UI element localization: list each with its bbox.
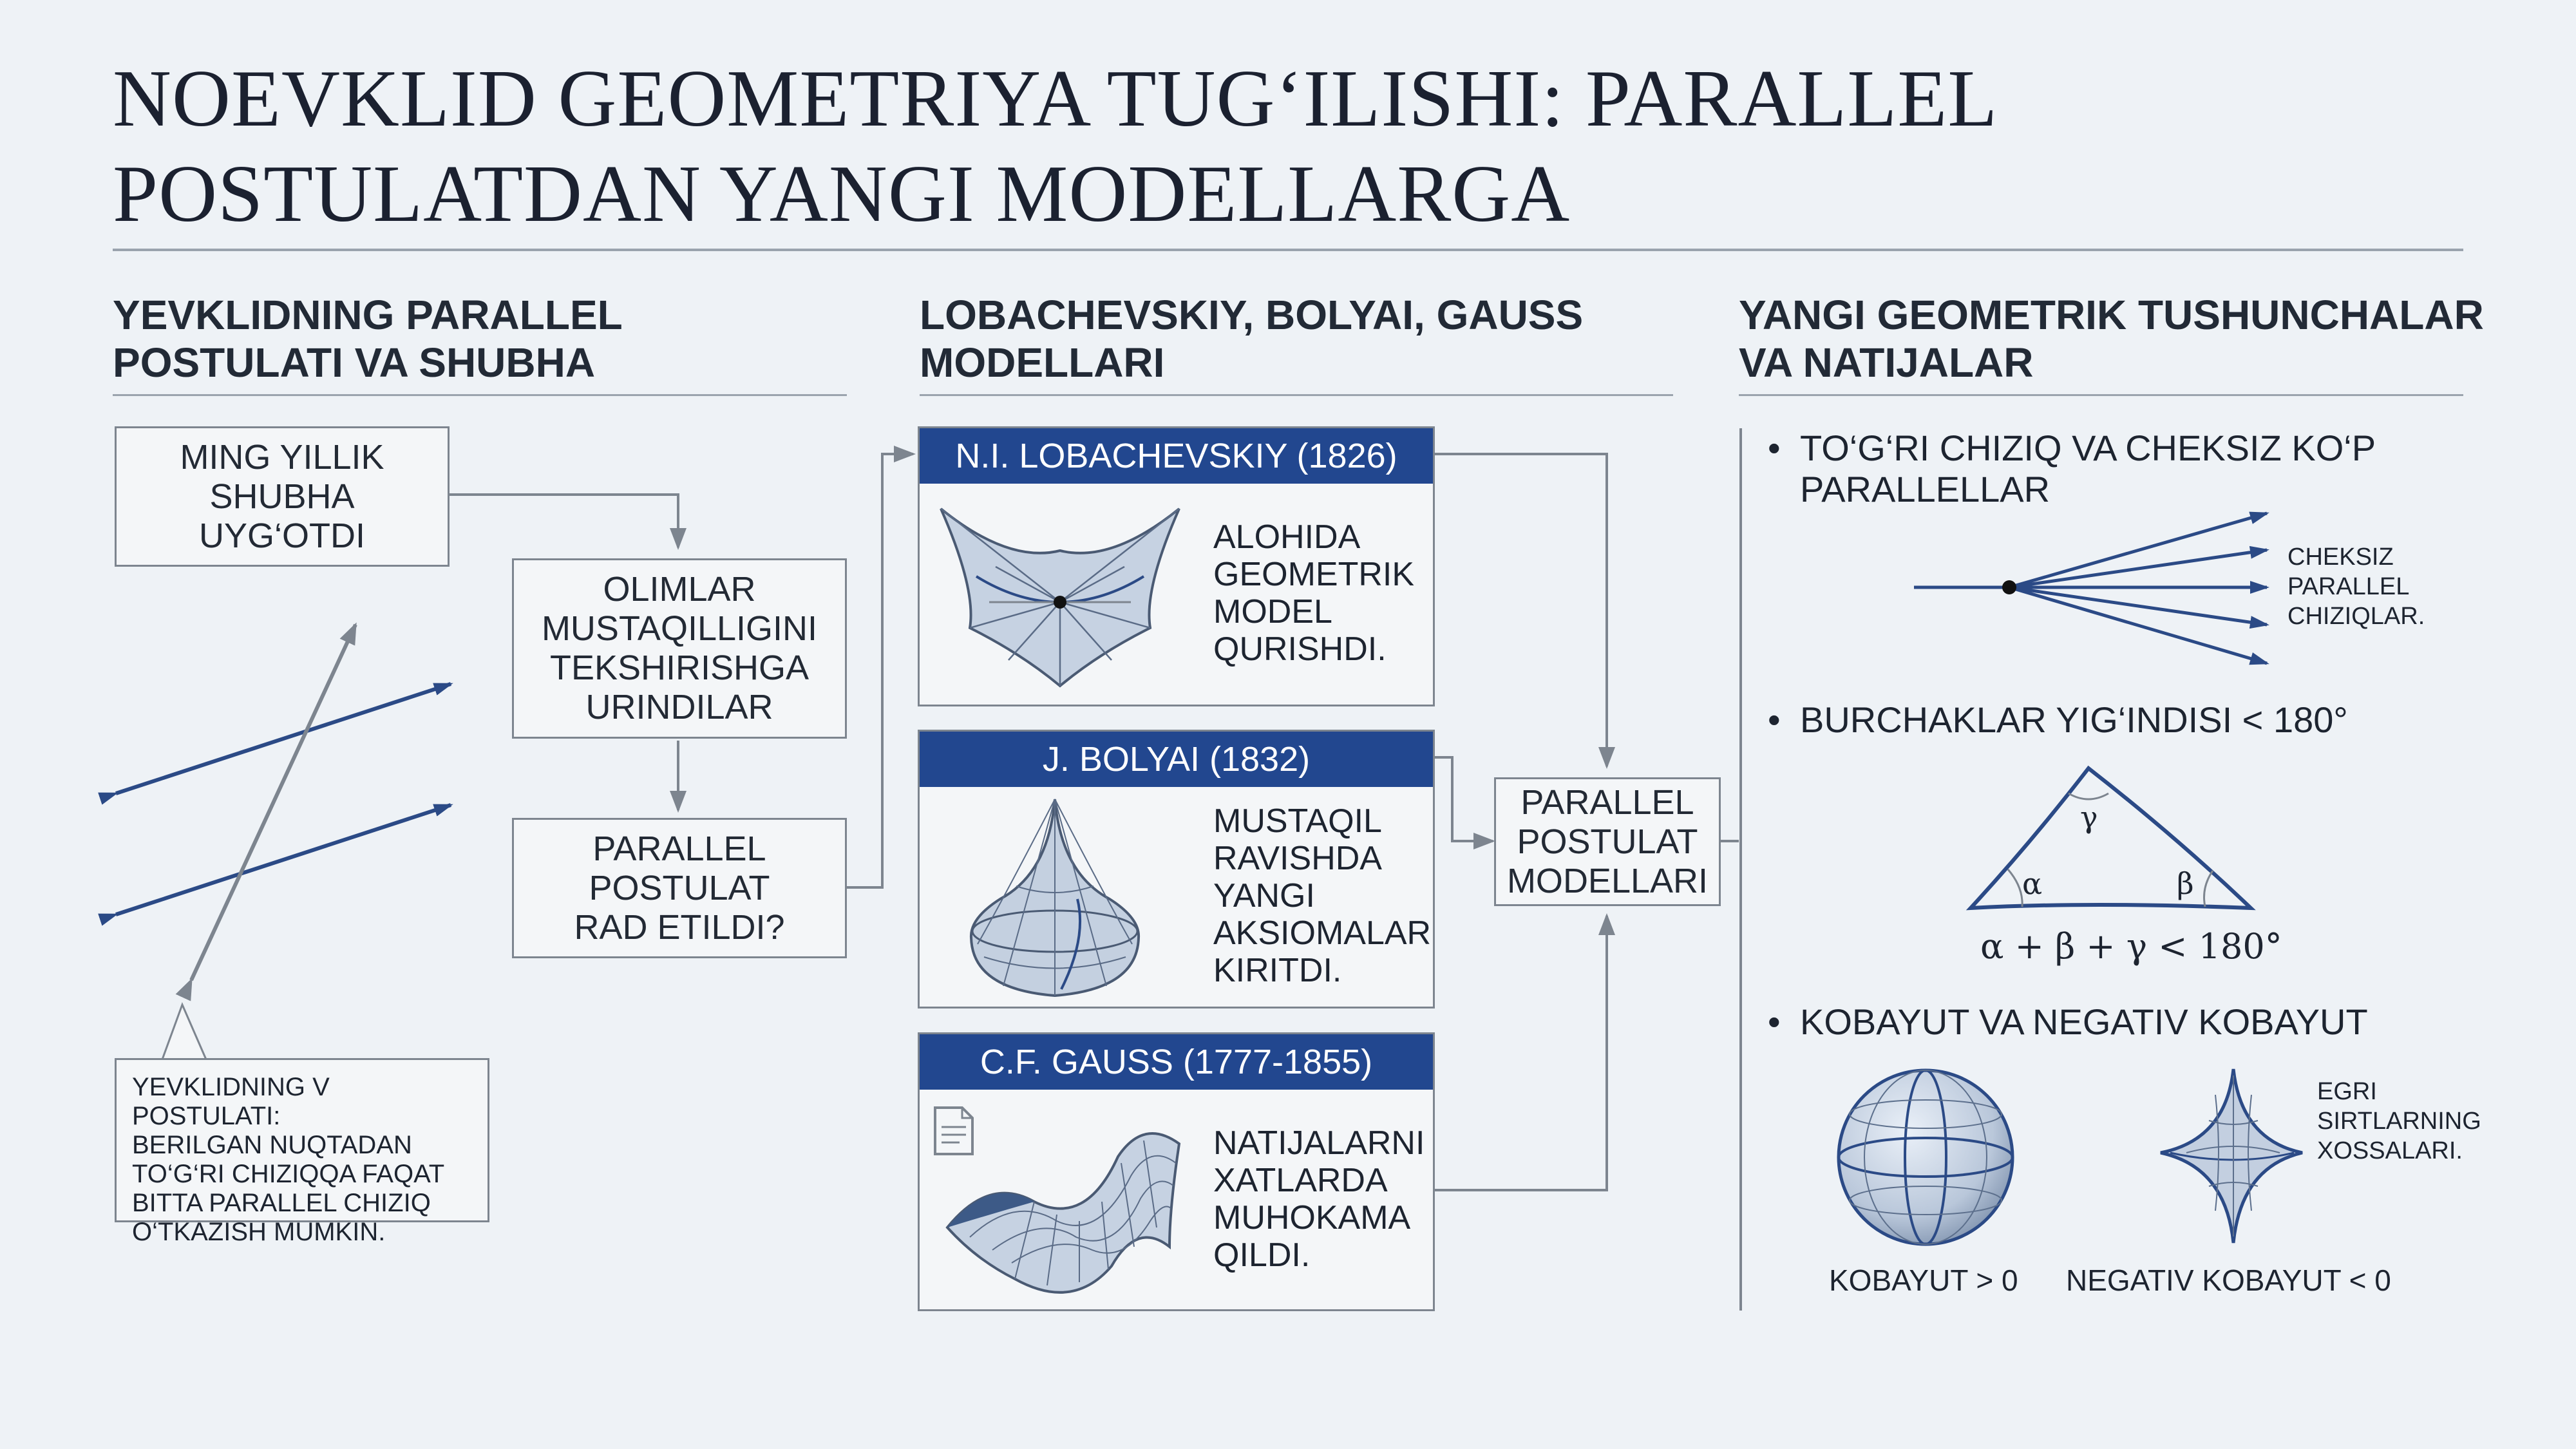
callout-fifth-postulate: YEVKLIDNING V POSTULATI: BERILGAN NUQTAD… (115, 1058, 489, 1246)
title-line-2: POSTULATDAN YANGI MODELLARGA (113, 149, 1571, 239)
card-text: ALOHIDA GEOMETRIK MODEL QURISHDI. (1213, 518, 1415, 668)
card-bolyai: J. BOLYAI (1832) MUSTAQIL RAVISHDA YANGI… (918, 730, 1435, 1009)
pseudosphere-caption: NEGATIV KOBAYUT < 0 (2066, 1264, 2391, 1297)
section-divider (1739, 394, 2463, 396)
section-heading-concepts: YANGI GEOMETRIK TUSHUNCHALAR VA NATIJALA… (1739, 292, 2484, 386)
card-text: MUSTAQIL RAVISHDA YANGI AKSIOMALAR KIRIT… (1213, 802, 1432, 989)
rays-label: CHEKSIZ PARALLEL CHIZIQLAR. (2287, 544, 2425, 630)
card-header: J. BOLYAI (1832) (920, 732, 1433, 787)
saddle-surface-icon (940, 507, 1180, 688)
bullet-parallels: • TO‘G‘RI CHIZIQ VA CHEKSIZ KO‘P PARALLE… (1768, 428, 2376, 509)
surface-properties-label: EGRI SIRTLARNING XOSSALARI. (2317, 1078, 2481, 1164)
card-header: N.I. LOBACHEVSKIY (1826) (920, 428, 1433, 484)
section-heading-postulate: YEVKLIDNING PARALLEL POSTULATI VA SHUBHA (113, 292, 623, 386)
box-postulate-models: PARALLEL POSTULAT MODELLARI (1494, 777, 1721, 906)
section-heading-models: LOBACHEVSKIY, BOLYAI, GAUSS MODELLARI (920, 292, 1584, 386)
rays-origin-point (2002, 580, 2016, 594)
sphere-icon (1837, 1068, 2014, 1246)
section-divider (113, 394, 847, 396)
parallel-lines-icon (98, 622, 453, 1001)
pseudosphere-icon (2160, 1068, 2303, 1244)
bullet-dot: • (1768, 699, 1781, 740)
parallel-rays-icon (1914, 511, 2269, 665)
card-header: C.F. GAUSS (1777-1855) (920, 1034, 1433, 1090)
curved-surface-icon (945, 1132, 1181, 1294)
card-lobachevskiy: N.I. LOBACHEVSKIY (1826) ALOHIDA GEOMETR… (918, 426, 1435, 706)
angle-gamma-label: γ (2080, 800, 2098, 835)
box-scientists: OLIMLAR MUSTAQILLIGINI TEKSHIRISHGA URIN… (512, 558, 847, 739)
angle-beta-label: β (2177, 866, 2194, 901)
document-icon (934, 1106, 974, 1155)
sphere-caption: KOBAYUT > 0 (1829, 1264, 2018, 1297)
pseudosphere-icon (969, 799, 1141, 998)
angle-sum-formula: α + β + γ < 180° (1980, 926, 2282, 967)
angle-alpha-label: α (2022, 866, 2042, 901)
card-gauss: C.F. GAUSS (1777-1855) NATIJALARNI XATLA… (918, 1032, 1435, 1311)
flow-connector (450, 446, 916, 889)
card-text: NATIJALARNI XATLARDA MUHOKAMA QILDI. (1213, 1124, 1425, 1274)
title-line-1: NOEVKLID GEOMETRIYA TUG‘ILISHI: PARALLEL (113, 54, 1998, 144)
title-divider (113, 249, 2463, 251)
flow-connector (1435, 453, 1739, 1191)
bullet-dot: • (1768, 1001, 1781, 1042)
bullet-angle-sum: • BURCHAKLAR YIG‘INDISI < 180° (1768, 699, 2348, 740)
bullet-curvature: • KOBAYUT VA NEGATIV KOBAYUT (1768, 1001, 2368, 1042)
page-title: NOEVKLID GEOMETRIYA TUG‘ILISHI: PARALLEL… (113, 52, 2431, 242)
bullet-dot: • (1768, 428, 1781, 468)
box-postulate-rejected: PARALLEL POSTULAT RAD ETILDI? (512, 818, 847, 958)
section-divider (920, 394, 1673, 396)
triangle-icon: α β γ (1965, 765, 2256, 911)
box-doubt: MING YILLIK SHUBHA UYG‘OTDI (115, 426, 450, 567)
callout-pointer (161, 1001, 207, 1060)
